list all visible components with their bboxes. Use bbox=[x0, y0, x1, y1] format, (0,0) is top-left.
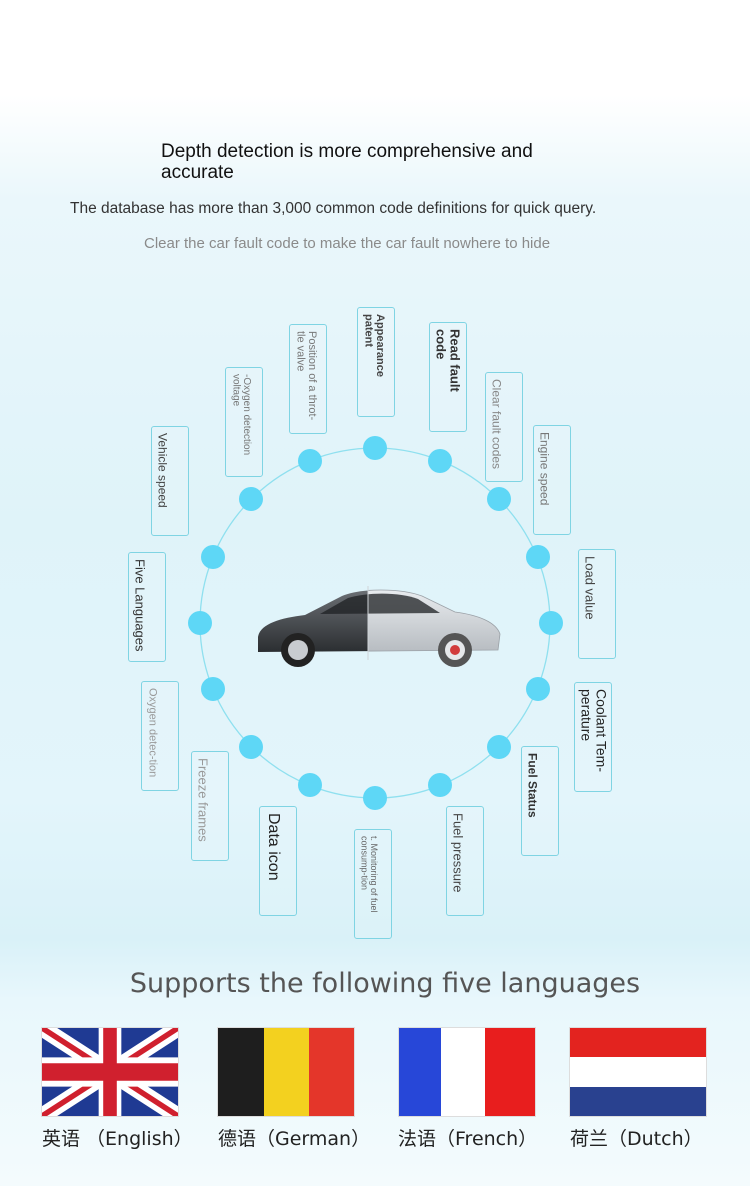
feature-tag-fuel-consumption: t. Monitoring of fuel consump-tion bbox=[354, 829, 392, 939]
feature-tag-data-icon: Data icon bbox=[259, 806, 297, 916]
feature-tag-clear-fault-codes: Clear fault codes bbox=[485, 372, 523, 482]
page-title: Depth detection is more comprehensive an… bbox=[161, 141, 533, 183]
language-label-french: 法语（French） bbox=[398, 1128, 538, 1150]
ring-dot bbox=[539, 611, 563, 635]
ring-dot bbox=[298, 449, 322, 473]
feature-tag-engine-speed: Engine speed bbox=[533, 425, 571, 535]
car-illustration bbox=[258, 586, 501, 667]
ring-dot bbox=[526, 677, 550, 701]
ring-dot bbox=[428, 773, 452, 797]
uk-flag-icon bbox=[42, 1028, 178, 1116]
language-label-english: 英语 （English） bbox=[42, 1128, 193, 1150]
ring-dot bbox=[239, 487, 263, 511]
language-label-german: 德语（German） bbox=[218, 1128, 371, 1150]
feature-tag-coolant-temperature: Coolant Tem-perature bbox=[574, 682, 612, 792]
language-label-dutch: 荷兰（Dutch） bbox=[570, 1128, 703, 1150]
page-subtitle: The database has more than 3,000 common … bbox=[70, 200, 597, 217]
feature-tag-appearance-patent: Appearance patent bbox=[357, 307, 395, 417]
feature-tag-throttle-position: Position of a throt-tle valve bbox=[289, 324, 327, 434]
page-tagline: Clear the car fault code to make the car… bbox=[144, 235, 551, 252]
france-flag-icon bbox=[399, 1028, 535, 1116]
languages-title: Supports the following five languages bbox=[129, 968, 641, 999]
netherlands-flag-icon bbox=[570, 1028, 706, 1116]
ring-dot bbox=[188, 611, 212, 635]
feature-tag-oxygen-voltage: -Oxygen detection voltage bbox=[225, 367, 263, 477]
ring-dot bbox=[428, 449, 452, 473]
ring-dot bbox=[298, 773, 322, 797]
feature-tag-five-languages: Five Languages bbox=[128, 552, 166, 662]
feature-tag-freeze-frames: Freeze frames bbox=[191, 751, 229, 861]
feature-tag-vehicle-speed: Vehicle speed bbox=[151, 426, 189, 536]
ring-dot bbox=[201, 545, 225, 569]
feature-tag-oxygen-detection: Oxygen detec-tion bbox=[141, 681, 179, 791]
ring-dot bbox=[363, 786, 387, 810]
feature-tag-read-fault-code: Read fault code bbox=[429, 322, 467, 432]
ring-dot bbox=[201, 677, 225, 701]
feature-tag-load-value: Load value bbox=[578, 549, 616, 659]
ring-dot bbox=[487, 735, 511, 759]
ring-dot bbox=[526, 545, 550, 569]
feature-tag-fuel-status: Fuel Status bbox=[521, 746, 559, 856]
ring-dot bbox=[363, 436, 387, 460]
ring-dot bbox=[239, 735, 263, 759]
feature-tag-fuel-pressure: Fuel pressure bbox=[446, 806, 484, 916]
belgium-flag-icon bbox=[218, 1028, 354, 1116]
ring-dot bbox=[487, 487, 511, 511]
